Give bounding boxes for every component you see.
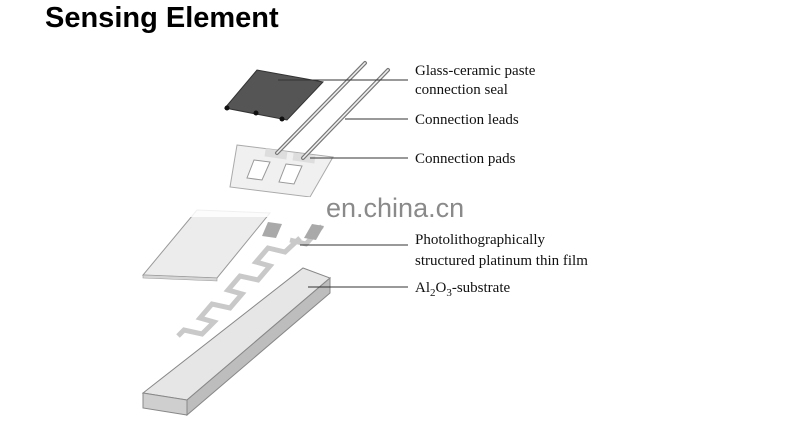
label-film-line2: structured platinum thin film — [415, 253, 588, 269]
label-substrate: Al2O3-substrate — [415, 280, 511, 299]
platinum-thin-film — [176, 222, 324, 338]
label-pads: Connection pads — [415, 151, 516, 167]
label-leads: Connection leads — [415, 112, 519, 128]
connection-pads-plate — [229, 144, 334, 198]
page-title: Sensing Element — [45, 2, 279, 34]
substrate — [141, 267, 331, 417]
cover-plate — [141, 209, 272, 282]
label-film-line1: Photolithographically — [415, 232, 545, 248]
label-seal-line2: connection seal — [415, 82, 508, 98]
watermark: en.china.cn — [326, 193, 464, 223]
label-seal-line1: Glass-ceramic paste — [415, 63, 536, 79]
glass-ceramic-seal — [224, 69, 324, 122]
connection-leads — [275, 61, 390, 160]
leader-lines — [278, 79, 408, 288]
